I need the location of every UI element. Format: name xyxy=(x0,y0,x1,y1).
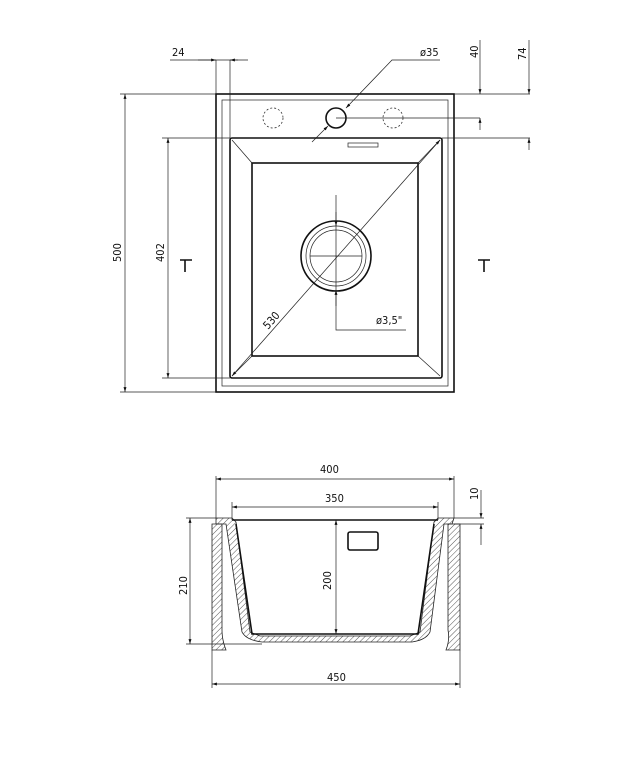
bowl-outline xyxy=(229,137,443,379)
countertop-right xyxy=(445,523,461,651)
top-view: 24 ø35 40 74 500 402 530 ø3,5" xyxy=(111,40,531,393)
tap-hole-optional xyxy=(262,107,284,129)
dim-bowl-depth: 200 xyxy=(321,571,334,590)
sink-wall xyxy=(215,517,455,643)
countertop-left xyxy=(211,523,227,651)
dim-bowl-offset: 74 xyxy=(516,47,529,60)
dim-rim-thickness: 10 xyxy=(468,487,481,500)
overflow-slot xyxy=(347,531,379,551)
dim-total-width: 450 xyxy=(327,671,346,684)
sink-outline xyxy=(215,93,455,393)
dim-diagonal: 530 xyxy=(260,309,282,332)
dim-total-depth: 210 xyxy=(177,576,190,595)
dim-tap-hole-offset: 40 xyxy=(468,45,481,58)
dim-side-offset: 24 xyxy=(172,46,185,59)
section-marker xyxy=(180,259,490,272)
dim-bowl-bottom-width: 350 xyxy=(325,492,344,505)
dim-total-length: 500 xyxy=(111,243,124,262)
dim-tap-hole: ø35 xyxy=(420,46,439,59)
dim-drain: ø3,5" xyxy=(376,314,402,327)
dim-bowl-length: 402 xyxy=(154,243,167,262)
section-view: 400 350 10 210 200 450 xyxy=(177,463,484,688)
overflow-slot xyxy=(347,142,379,148)
dim-bowl-top-width: 400 xyxy=(320,463,339,476)
